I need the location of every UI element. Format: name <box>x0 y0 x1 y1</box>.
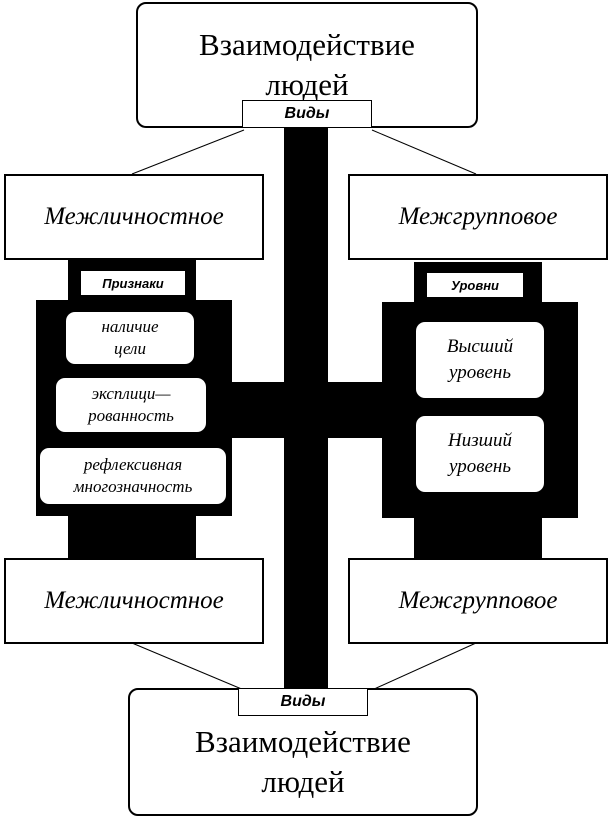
horizontal-bar <box>220 382 400 438</box>
top-types-label: Виды <box>284 105 330 122</box>
right-panel-tag: Уровни <box>426 272 524 298</box>
right-panel-tag-label: Уровни <box>450 277 499 293</box>
left-top-label: Межличностное <box>44 203 224 230</box>
left-item-2: рефлексивная многозначность <box>40 448 226 504</box>
bottom-title: Взаимодействие людей <box>195 724 411 799</box>
left-panel-tag: Признаки <box>80 270 186 296</box>
right-top-box: Межгрупповое <box>348 174 608 260</box>
right-top-label: Межгрупповое <box>398 203 558 230</box>
top-types-tag: Виды <box>242 100 372 128</box>
left-bottom-label: Межличностное <box>44 587 224 614</box>
top-title: Взаимодействие людей <box>199 27 415 102</box>
right-item-0-label: Высший уровень <box>446 336 514 383</box>
left-top-box: Межличностное <box>4 174 264 260</box>
bottom-types-tag: Виды <box>238 688 368 716</box>
bottom-types-label: Виды <box>280 693 326 710</box>
left-item-1: эксплици— рованность <box>56 378 206 432</box>
left-item-1-label: эксплици— рованность <box>88 384 174 425</box>
left-item-0-label: наличие цели <box>101 317 159 358</box>
left-panel-stem-bottom <box>68 512 196 558</box>
right-item-1: Низший уровень <box>416 416 544 492</box>
left-bottom-box: Межличностное <box>4 558 264 644</box>
left-item-2-label: рефлексивная многозначность <box>73 455 193 496</box>
right-item-0: Высший уровень <box>416 322 544 398</box>
left-panel-tag-label: Признаки <box>102 275 164 291</box>
right-bottom-label: Межгрупповое <box>398 587 558 614</box>
left-item-0: наличие цели <box>66 312 194 364</box>
right-item-1-label: Низший уровень <box>448 430 512 477</box>
right-panel-stem-bottom <box>414 514 542 560</box>
right-bottom-box: Межгрупповое <box>348 558 608 644</box>
